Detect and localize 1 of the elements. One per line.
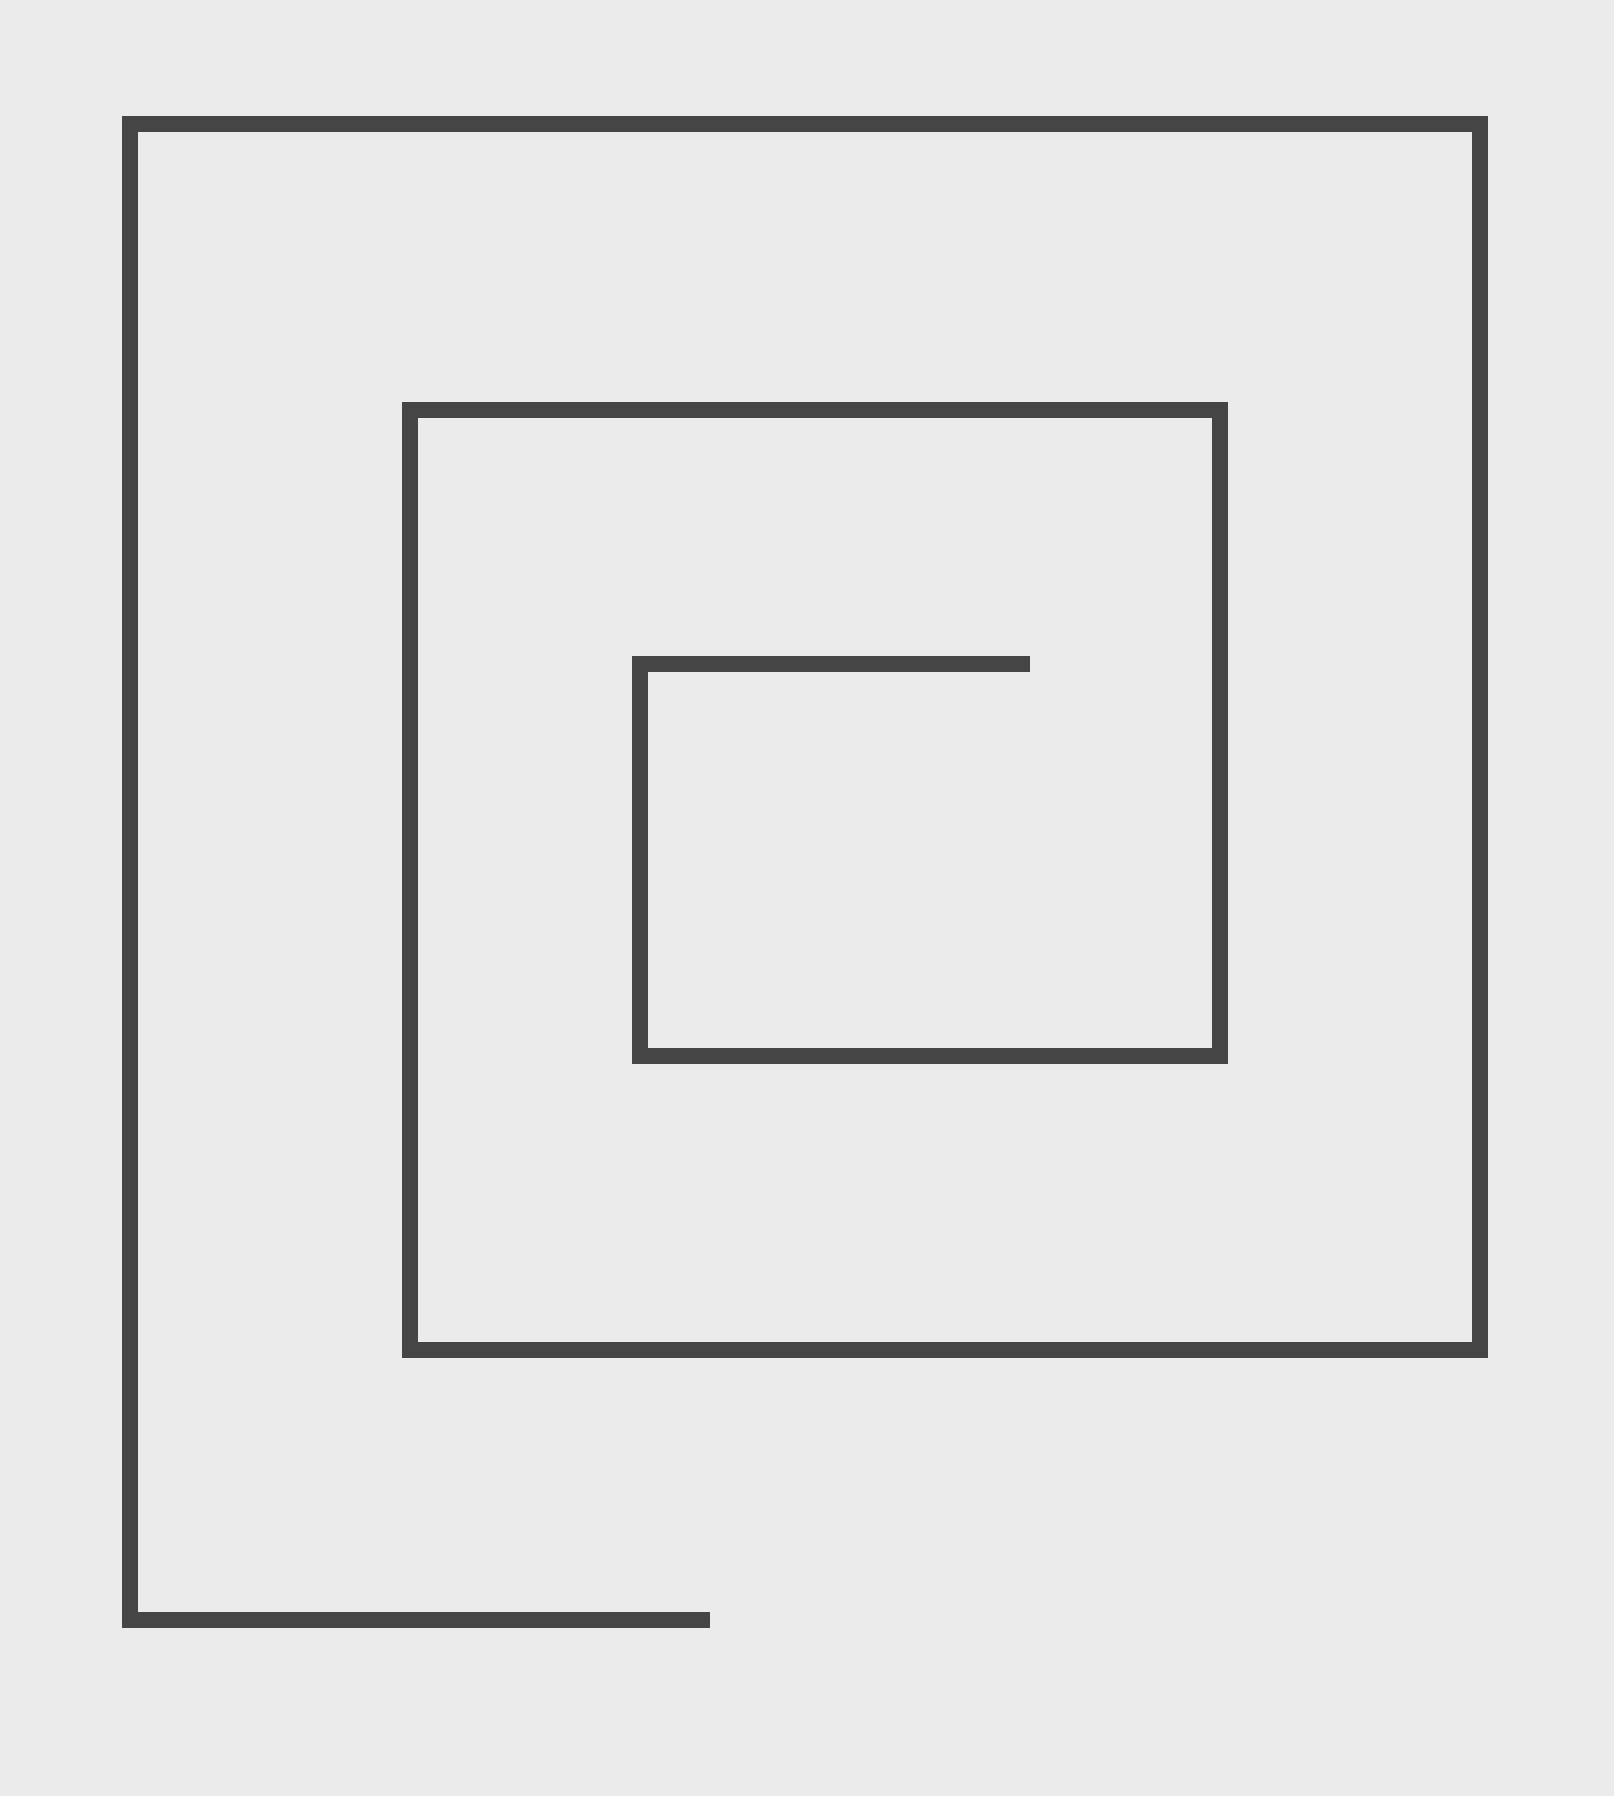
square-spiral-drawing — [122, 116, 1488, 1628]
